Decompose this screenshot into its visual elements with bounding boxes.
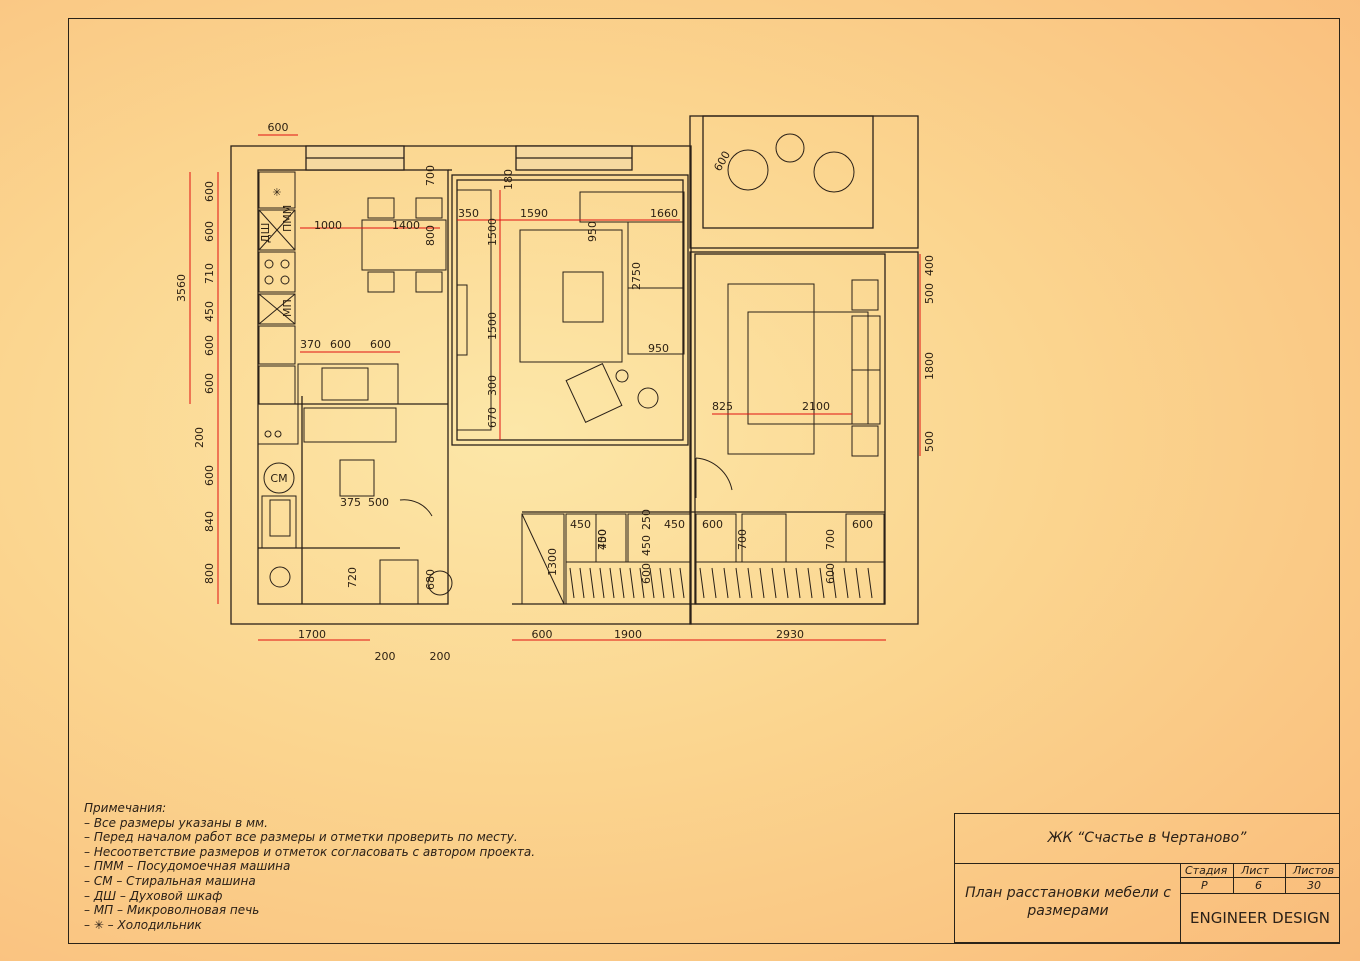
dim-inner-5: 375 <box>340 496 361 509</box>
washer-label: СМ <box>270 472 287 485</box>
title-block: ЖК “Счастье в Чертаново” План расстановк… <box>954 813 1340 943</box>
project-row: ЖК “Счастье в Чертаново” <box>955 814 1339 864</box>
dim-right-2: 500 <box>923 283 936 304</box>
dim-inner-1: 1500 <box>486 218 499 246</box>
appliance-labels: ✳ ПММ ДШ МП СМ <box>259 186 294 485</box>
dim-top-3: 1400 <box>392 219 420 232</box>
dim-top-9: 180 <box>502 169 515 190</box>
dim-left-8: 200 <box>193 427 206 448</box>
note-line: – Несоответствие размеров и отметок согл… <box>84 844 536 859</box>
notes-block: Примечания: – Все размеры указаны в мм. … <box>84 801 604 932</box>
dim-left-2: 600 <box>203 221 216 242</box>
note-line: – Перед началом работ все размеры и отме… <box>84 830 518 845</box>
dim-bottom-3: 200 <box>430 650 451 663</box>
dim-left-3: 710 <box>203 263 216 284</box>
stamp-value-row: Р 6 30 <box>1181 878 1339 894</box>
dim-left-1: 600 <box>203 181 216 202</box>
drawing-frame <box>68 18 1340 944</box>
note-line: – ПММ – Посудомоечная машина <box>84 859 291 874</box>
company-name: ENGINEER DESIGN <box>1190 909 1330 927</box>
dim-inner-10: 450 <box>570 518 591 531</box>
dim-bottom-5: 1900 <box>614 628 642 641</box>
dim-top-12: 1660 <box>650 207 678 220</box>
dim-top-4: 700 <box>424 165 437 186</box>
dim-inner-22: 825 <box>712 400 733 413</box>
note-line: – МП – Микроволновая печь <box>84 903 260 918</box>
dim-bottom-6: 2930 <box>776 628 804 641</box>
dim-left-11: 800 <box>203 563 216 584</box>
dim-inner-9: 1300 <box>546 548 559 576</box>
dim-left-6: 600 <box>203 373 216 394</box>
dim-bottom-4: 600 <box>532 628 553 641</box>
dim-top-15: 950 <box>648 342 669 355</box>
dim-inner-11: 450 <box>640 535 653 556</box>
dim-top-2: 1000 <box>314 219 342 232</box>
project-name: ЖК “Счастье в Чертаново” <box>1047 830 1247 846</box>
dim-top-11: 1590 <box>520 207 548 220</box>
sheet-title-cell: План расстановки мебели с размерами <box>955 864 1181 942</box>
dim-top-1: 600 <box>268 121 289 134</box>
stamp-divider <box>1233 864 1234 894</box>
dim-inner-20: 600 <box>852 518 873 531</box>
dim-inner-16: 600 <box>640 563 653 584</box>
dim-top-7: 600 <box>330 338 351 351</box>
dim-left-5: 600 <box>203 335 216 356</box>
dim-inner-13: 450 <box>664 518 685 531</box>
dim-top-6: 370 <box>300 338 321 351</box>
sheets-value: 30 <box>1307 879 1321 892</box>
note-line: – СМ – Стиральная машина <box>84 873 256 888</box>
dim-inner-23: 2100 <box>802 400 830 413</box>
stage-value: Р <box>1201 879 1208 892</box>
dim-bottom-1: 1700 <box>298 628 326 641</box>
fridge-icon: ✳ <box>272 186 281 199</box>
dim-inner-19: 700 <box>824 529 837 550</box>
stamp-divider <box>1285 864 1286 894</box>
microwave-label: МП <box>281 299 294 317</box>
dimension-lines <box>189 134 921 641</box>
sheet-title: План расстановки мебели с размерами <box>965 885 1171 919</box>
dim-top-8: 600 <box>370 338 391 351</box>
dim-top-10: 350 <box>458 207 479 220</box>
furniture <box>257 133 885 605</box>
dim-inner-12: 250 <box>640 509 653 530</box>
dim-left-9: 600 <box>203 465 216 486</box>
dim-top-5: 800 <box>424 225 437 246</box>
dishwasher-label: ПММ <box>281 205 294 232</box>
dim-left-4: 450 <box>203 301 216 322</box>
dim-left-7: 3560 <box>175 274 188 302</box>
sheet-label: Лист <box>1241 864 1269 877</box>
sheets-label: Листов <box>1293 864 1335 877</box>
dim-bottom-2: 200 <box>375 650 396 663</box>
notes-heading: Примечания: <box>84 801 167 815</box>
dim-right-3: 1800 <box>923 352 936 380</box>
dim-top-13: 950 <box>586 221 599 242</box>
stamp-header-row: Стадия Лист Листов <box>1181 864 1339 878</box>
note-line: – ✳ – Холодильник <box>84 917 202 932</box>
dim-inner-17: 700 <box>596 529 609 550</box>
sheet-value: 6 <box>1255 879 1262 892</box>
dim-right-1: 400 <box>923 255 936 276</box>
note-line: – ДШ – Духовой шкаф <box>84 888 223 903</box>
dim-inner-21: 600 <box>824 563 837 584</box>
dim-inner-15: 450 <box>596 529 609 550</box>
dim-top-14: 2750 <box>630 262 643 290</box>
dim-inner-3: 300 <box>486 375 499 396</box>
dim-inner-2: 1500 <box>486 312 499 340</box>
dim-left-10: 840 <box>203 511 216 532</box>
stage-label: Стадия <box>1185 864 1228 877</box>
dimension-labels: 600 1000 1400 700 800 370 600 600 180 35… <box>175 121 936 663</box>
dim-inner-4: 670 <box>486 407 499 428</box>
dim-inner-14: 600 <box>702 518 723 531</box>
dim-right-4: 500 <box>923 431 936 452</box>
oven-label: ДШ <box>259 223 272 243</box>
dim-inner-6: 500 <box>368 496 389 509</box>
dim-inner-8: 680 <box>424 569 437 590</box>
dim-inner-18: 700 <box>736 529 749 550</box>
walls <box>230 115 919 625</box>
dim-inner-7: 720 <box>346 567 359 588</box>
note-line: – Все размеры указаны в мм. <box>84 815 268 830</box>
